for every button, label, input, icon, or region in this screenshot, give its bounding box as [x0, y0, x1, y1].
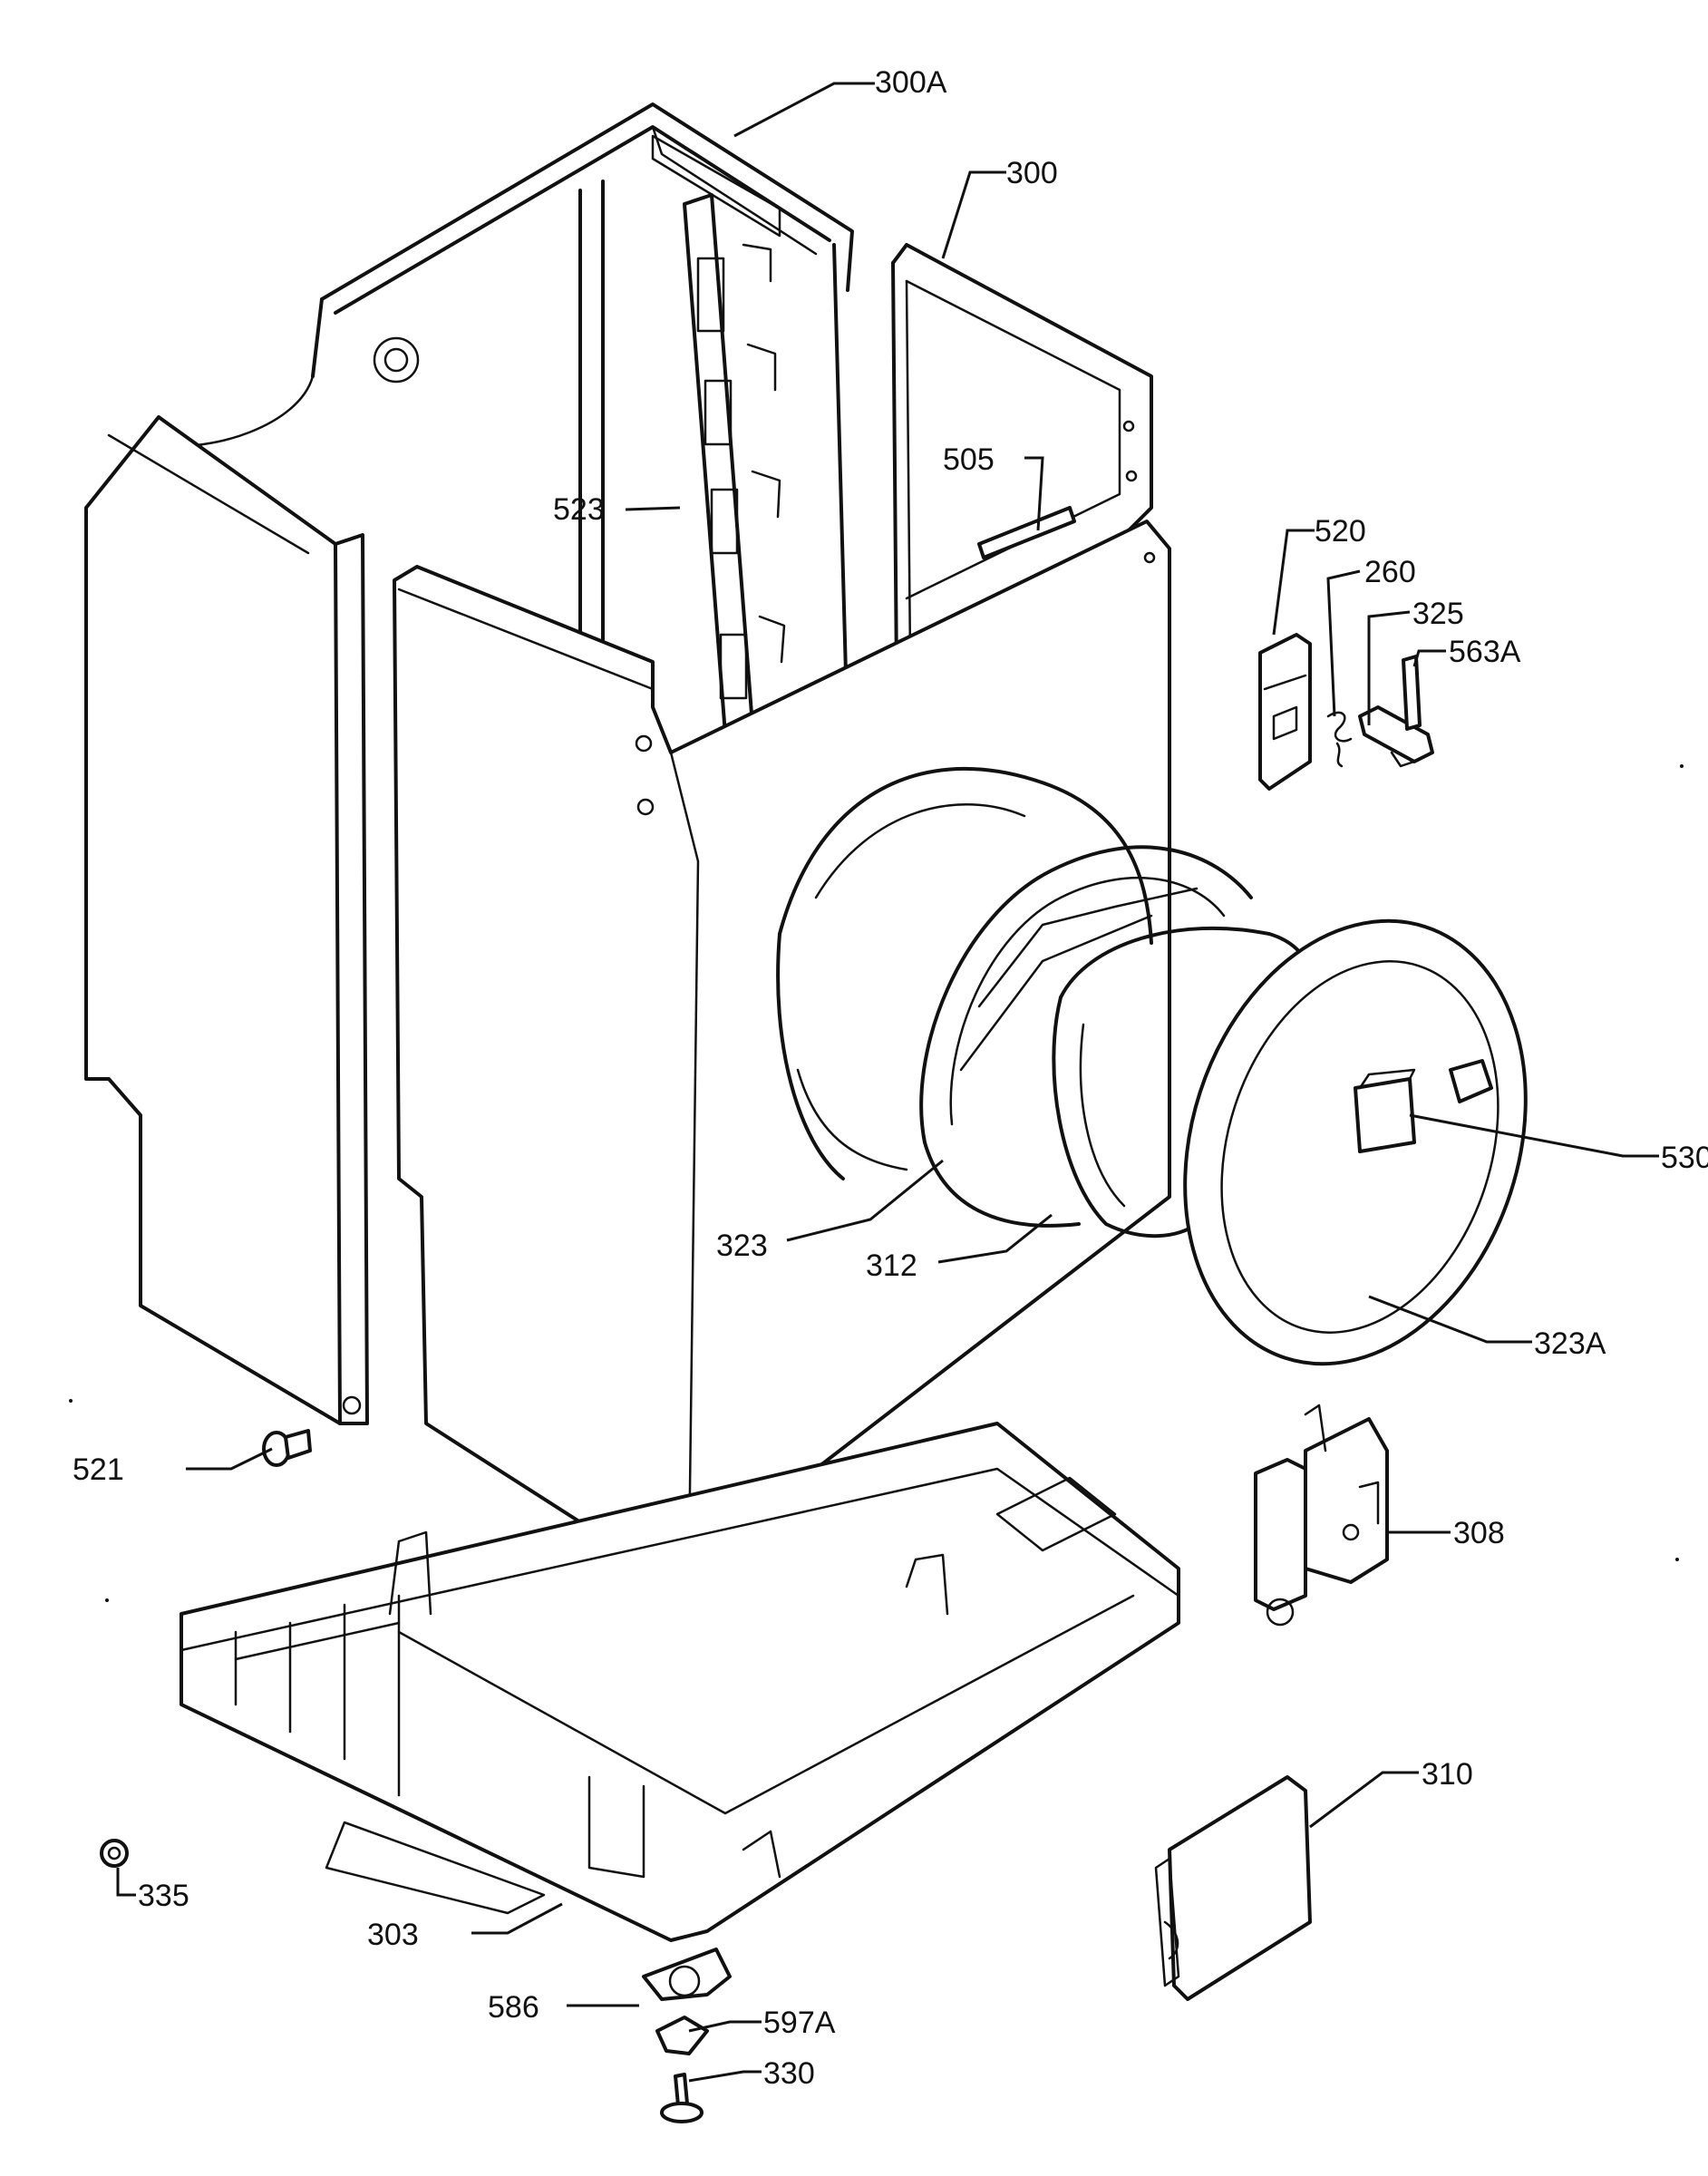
callout-521: 521	[73, 1452, 124, 1487]
spring-part-260	[1326, 711, 1353, 768]
bracket-part-523	[683, 193, 786, 736]
callout-505: 505	[943, 442, 995, 477]
callout-308: 308	[1453, 1516, 1505, 1550]
callout-323A: 323A	[1534, 1326, 1606, 1361]
foot-part-586	[642, 1948, 732, 2001]
callout-300: 300	[1006, 156, 1058, 190]
screw-part-330	[660, 2073, 704, 2123]
plug-part-335	[100, 1839, 129, 1868]
callout-530: 530	[1661, 1141, 1708, 1175]
door-latch-part-530	[1354, 1059, 1493, 1153]
lever-part-325	[1358, 705, 1434, 768]
filter-cover-part-310	[1154, 1775, 1312, 2001]
callout-325: 325	[1412, 597, 1464, 631]
leader-lines	[116, 82, 1659, 2083]
callout-323: 323	[716, 1229, 768, 1263]
front-cabinet-panel	[393, 520, 1171, 1570]
callout-303: 303	[367, 1918, 419, 1952]
interlock-part-308	[1254, 1404, 1389, 1627]
callout-520: 520	[1315, 514, 1366, 549]
callout-312: 312	[866, 1248, 917, 1283]
callout-597A: 597A	[763, 2006, 836, 2040]
door-frame-part-323A	[1183, 918, 1528, 1366]
callout-300A: 300A	[875, 65, 947, 100]
pin-part-563A	[1402, 655, 1422, 731]
door-ring-part-323	[919, 845, 1253, 1228]
callout-335: 335	[138, 1879, 189, 1913]
nut-part-597A	[655, 2016, 709, 2055]
callout-523: 523	[553, 492, 605, 527]
callout-labels: 300A 300 505 523 520 260 325 563A 530 32…	[73, 65, 1708, 2091]
callout-586: 586	[488, 1990, 539, 2025]
left-side-panel	[84, 415, 369, 1425]
callout-310: 310	[1422, 1757, 1473, 1792]
strip-part-505	[977, 506, 1076, 559]
base-frame-part-303	[180, 1422, 1180, 1942]
screw-part-521	[262, 1429, 312, 1467]
callout-563A: 563A	[1449, 635, 1521, 669]
scan-specks	[69, 764, 1684, 1602]
callout-330: 330	[763, 2056, 815, 2091]
hinge-part-520	[1258, 633, 1312, 791]
callout-260: 260	[1364, 555, 1416, 589]
